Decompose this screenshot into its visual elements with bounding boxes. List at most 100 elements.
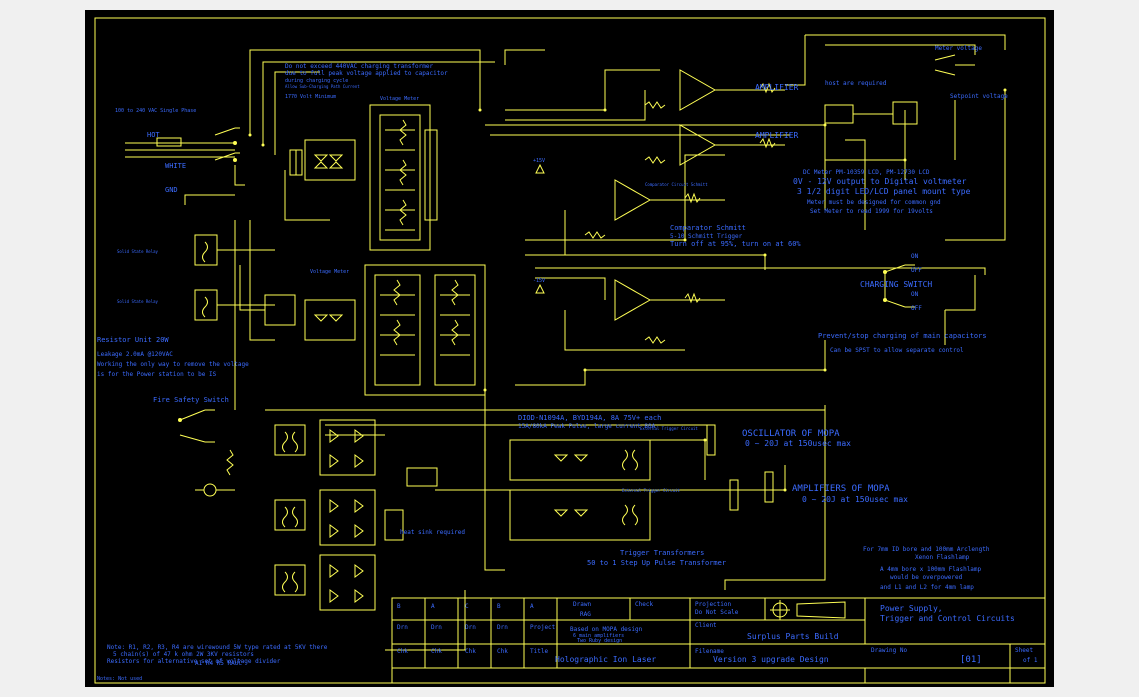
- charging-warning-note: Do not exceed 440VAC charging transforme…: [285, 63, 448, 100]
- plus15v-label: +15V: [533, 158, 545, 164]
- ssr-label-2: Solid State Relay: [117, 299, 159, 304]
- row3-label-1: Chk: [397, 648, 408, 655]
- row2-label-3: Drn: [465, 624, 476, 631]
- client-value: Surplus Parts Build: [747, 632, 839, 641]
- filename-label: Filename: [695, 648, 724, 655]
- external-trigger-label-2: External Trigger Circuit: [622, 488, 680, 493]
- mopa-labels: OSCILLATOR OF MOPA 0 ~ 20J at 150usec ma…: [742, 429, 908, 504]
- prevent-charging-note: Prevent/stop charging of main capacitors: [818, 332, 987, 340]
- sheet-label: Sheet: [1015, 647, 1033, 654]
- external-trigger-label-1: External Trigger Circuit: [640, 426, 698, 431]
- flashlamp-note: For 7mm ID bore and 100mm Arclength Xeno…: [863, 546, 990, 591]
- dc-meter-line-2: 0V - 12V output to Digital voltmeter: [793, 177, 967, 186]
- bottom-note-line-4: A1 R4 R5 RAUC: [195, 660, 242, 667]
- dc-meter-line-4: Meter must be designed for common gnd: [807, 199, 941, 206]
- projection-cone-icon: [796, 601, 846, 619]
- fire-safety-switch-label: Fire Safety Switch: [153, 396, 229, 404]
- diode-note: DIOD-N1094A, BYD194A, 8A 75V+ each 15A/8…: [518, 414, 661, 430]
- row2-label-1: Drn: [397, 624, 408, 631]
- notes-label: Notes: Not used: [97, 676, 142, 682]
- off-label-1: OFF: [911, 267, 922, 274]
- off-label-2: OFF: [911, 305, 922, 312]
- dc-meter-line-1: DC Meter PM-10359 LCD, PM-12730 LCD: [803, 169, 930, 176]
- diode-note-line-1: DIOD-N1094A, BYD194A, 8A 75V+ each: [518, 414, 661, 422]
- drawing-no-value: [01]: [960, 655, 982, 665]
- trigger-circuits: External Trigger Circuit External Trigge…: [509, 424, 774, 567]
- voltage-meter-label-mid: Voltage Meter: [310, 269, 349, 275]
- charging-switch-label: CHARGING SWITCH: [860, 280, 932, 289]
- capacitor-bank-top: Voltage Meter: [369, 96, 438, 251]
- projection-label: Projection: [695, 601, 732, 608]
- project-label: Project: [530, 624, 556, 631]
- project-value-2: 6 main amplifiers: [573, 633, 624, 639]
- rev-header-3: C: [465, 603, 469, 610]
- drawing-no-label: Drawing No: [871, 647, 908, 654]
- bottom-note: Note: R1, R2, R3, R4 are wirewound 5W ty…: [97, 644, 328, 682]
- capacitor-bank-middle: Voltage Meter: [304, 264, 486, 396]
- flash-note-line-4: would be overpowered: [890, 574, 963, 581]
- bus-wires: [234, 34, 1006, 651]
- row3-label-3: Chk: [465, 648, 476, 655]
- white-label: WHITE: [165, 162, 186, 170]
- voltage-meter-label-top: Voltage Meter: [380, 96, 419, 102]
- row3-label-2: Chk: [431, 648, 442, 655]
- oscillator-title: OSCILLATOR OF MOPA: [742, 429, 840, 439]
- title-label: Title: [530, 648, 548, 655]
- flash-note-line-1: For 7mm ID bore and 100mm Arclength: [863, 546, 990, 553]
- dc-meter-line-3: 3 1/2 digit LED/LCD panel mount type: [797, 187, 971, 196]
- comparator-label: Comparator Circuit Schmitt: [645, 182, 708, 187]
- flash-note-line-5: and L1 and L2 for 4mm lamp: [880, 584, 974, 591]
- flash-note-line-3: A 4mm bore x 100mm Flashlamp: [880, 566, 982, 573]
- row3-label-4: Chk: [497, 648, 508, 655]
- on-label-2: ON: [911, 291, 919, 298]
- comparator-line-3: Turn off at 95%, turn on at 60%: [670, 240, 801, 248]
- trigger-transformer-line-1: Trigger Transformers: [620, 549, 704, 557]
- projection-value: Do Not Scale: [695, 609, 739, 616]
- oscillator-value: 0 ~ 20J at 150usec max: [745, 439, 851, 448]
- junction-dots: [248, 88, 1007, 492]
- warning-line-2: due to full peak voltage applied to capa…: [285, 70, 448, 77]
- gnd-label: GND: [165, 186, 178, 194]
- rev-header-5: A: [530, 603, 534, 610]
- warning-line-4: Allow Sub-Charging Path Current: [285, 84, 360, 89]
- setpoint-voltage-label: Setpoint voltage: [950, 93, 1008, 100]
- check-label: Check: [635, 601, 653, 608]
- amplifiers-title: AMPLIFIERS OF MOPA: [792, 484, 890, 494]
- meter-voltage-label: Meter voltage: [935, 45, 982, 52]
- bottom-note-line-2: 5 chain(s) of 47 k ohm 2W 3KV resistors: [113, 651, 254, 658]
- schematic-drawing: 100 to 240 VAC Single Phase HOT WHITE GN…: [94, 17, 1046, 684]
- comparator-line-2: 5-10 Schmitt Trigger: [670, 233, 743, 240]
- host-required-label: host are required: [825, 80, 887, 87]
- trigger-transformer-line-2: 50 to 1 Step Up Pulse Transformer: [587, 559, 726, 567]
- client-label: Client: [695, 622, 717, 629]
- amplifiers-value: 0 ~ 20J at 150usec max: [802, 495, 908, 504]
- dc-meter-line-5: Set Meter to read 1999 for 19volts: [810, 208, 933, 215]
- heat-sink-note: heat sink required: [400, 529, 465, 536]
- warning-line-1: Do not exceed 440VAC charging transforme…: [285, 63, 433, 70]
- sheet-value: of 1: [1023, 657, 1038, 664]
- minus15v-label: -15V: [533, 278, 545, 284]
- drawn-label: Drawn: [573, 601, 591, 608]
- resistor-note-line-1: Resistor Unit 20W: [97, 336, 169, 344]
- title-value: Holographic Ion Laser: [555, 655, 656, 664]
- rev-header-1: B: [397, 603, 401, 610]
- schematic-sheet: 100 to 240 VAC Single Phase HOT WHITE GN…: [85, 10, 1054, 687]
- bridge-rectifier-top: [289, 139, 356, 181]
- op-amps: AMPLIFIER AMPLIFIER Comparator Circuit S…: [533, 69, 799, 351]
- row2-label-2: Drn: [431, 624, 442, 631]
- resistor-note-line-2: Leakage 2.0mA @120VAC: [97, 351, 173, 358]
- on-label-1: ON: [911, 253, 919, 260]
- spst-note: Can be SPST to allow separate control: [830, 347, 964, 354]
- drawn-value: RAG: [580, 611, 591, 618]
- ac-input-section: 100 to 240 VAC Single Phase HOT WHITE GN…: [115, 108, 245, 205]
- resistor-note-line-3: Working the only way to remove the volta…: [97, 361, 249, 368]
- project-value-3: Two Ruby design: [577, 638, 622, 644]
- hot-label: HOT: [147, 131, 160, 139]
- dc-meter-section: host are required Meter voltage Setpoint…: [793, 45, 1008, 215]
- ssr-label-1: Solid State Relay: [117, 249, 159, 254]
- comparator-line-1: Comparator Schmitt: [670, 224, 746, 232]
- project-value-1: Based on MOPA design: [570, 626, 643, 633]
- resistor-note: Resistor Unit 20W Leakage 2.0mA @120VAC …: [97, 336, 249, 404]
- rev-header-4: B: [497, 603, 501, 610]
- ac-input-label: 100 to 240 VAC Single Phase: [115, 108, 196, 114]
